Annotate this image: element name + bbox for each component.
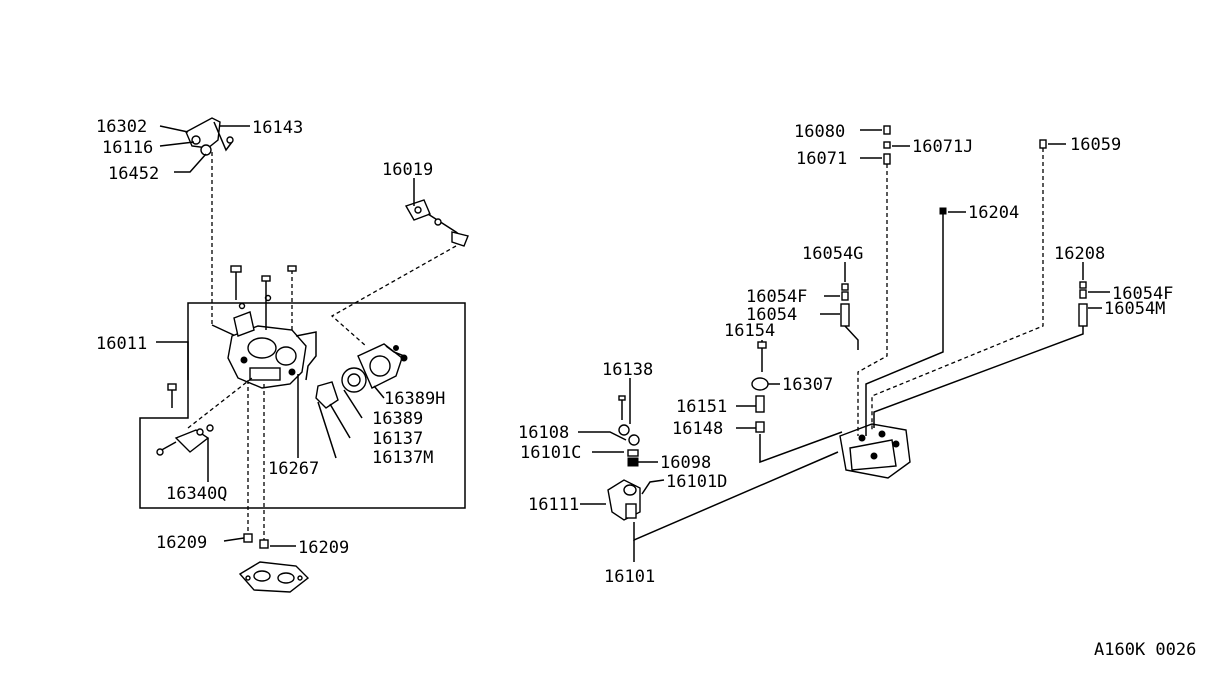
label-16154: 16154 (724, 321, 775, 341)
label-16151: 16151 (676, 397, 727, 417)
accelerator-pump-parts (607, 395, 641, 521)
label-16108: 16108 (518, 423, 569, 443)
bolt-16209-left (243, 533, 253, 543)
label-16137: 16137 (372, 429, 423, 449)
carburetor-body (227, 311, 307, 389)
label-16138: 16138 (602, 360, 653, 380)
label-16059: 16059 (1070, 135, 1121, 155)
label-16267: 16267 (268, 459, 319, 479)
label-16101C: 16101C (520, 443, 581, 463)
label-16389H: 16389H (384, 389, 445, 409)
label-16307: 16307 (782, 375, 833, 395)
label-16452: 16452 (108, 164, 159, 184)
label-16209-left: 16209 (156, 533, 207, 553)
diaphragm-assembly (315, 343, 408, 409)
jets-top (840, 125, 1088, 327)
label-16054: 16054 (746, 305, 797, 325)
label-16111: 16111 (528, 495, 579, 515)
label-16340Q: 16340Q (166, 484, 227, 504)
label-16019: 16019 (382, 160, 433, 180)
throttle-bracket (185, 117, 234, 156)
cable-bracket (404, 199, 469, 247)
label-16143: 16143 (252, 118, 303, 138)
label-16101D: 16101D (666, 472, 727, 492)
label-16389: 16389 (372, 409, 423, 429)
label-16148: 16148 (672, 419, 723, 439)
carb-gasket (238, 561, 310, 593)
label-16054F-left: 16054F (746, 287, 807, 307)
label-16054G: 16054G (802, 244, 863, 264)
diagram-code: A160K 0026 (1094, 640, 1196, 660)
label-16071J: 16071J (912, 137, 973, 157)
label-16137M: 16137M (372, 448, 433, 468)
label-16209-right: 16209 (298, 538, 349, 558)
label-16098: 16098 (660, 453, 711, 473)
bolt-16209-right (259, 539, 269, 549)
power-valve-parts (751, 341, 769, 433)
label-16204: 16204 (968, 203, 1019, 223)
leader-lines (156, 125, 1110, 562)
label-16080: 16080 (794, 122, 845, 142)
label-16071: 16071 (796, 149, 847, 169)
label-16011: 16011 (96, 334, 147, 354)
label-16054F-right: 16054F (1112, 284, 1173, 304)
top-screws (230, 265, 297, 330)
label-16208: 16208 (1054, 244, 1105, 264)
label-16054M: 16054M (1104, 299, 1165, 319)
choke-linkage (156, 377, 253, 456)
float-chamber-body (839, 423, 911, 479)
label-16302: 16302 (96, 117, 147, 137)
assembly-frame (139, 302, 466, 509)
label-16116: 16116 (102, 138, 153, 158)
label-16101: 16101 (604, 567, 655, 587)
